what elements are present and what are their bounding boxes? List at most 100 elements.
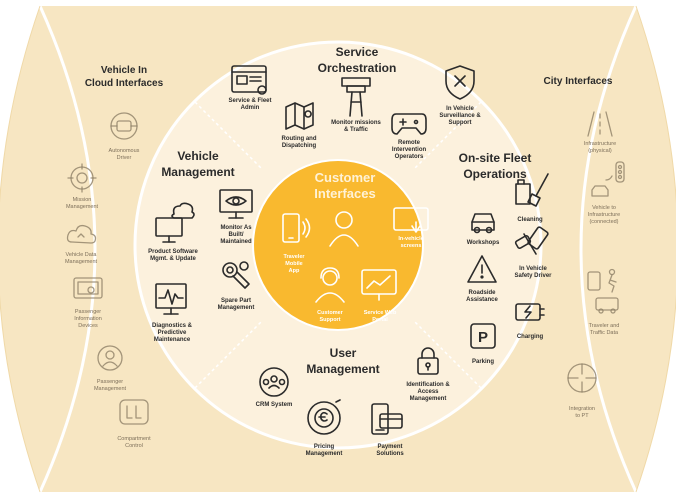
mission-management-icon xyxy=(67,163,97,193)
svg-text:Traffic Data: Traffic Data xyxy=(590,330,619,336)
customer-interfaces-title: Customer Interfaces xyxy=(314,170,375,201)
passenger-information-devices-label: Passenger Information Devices xyxy=(74,309,102,329)
identification-access-label: Identification & Access Management xyxy=(406,382,450,402)
vehicle-cloud-title: Vehicle In Cloud Interfaces xyxy=(85,65,164,89)
compartment-control-icon xyxy=(119,399,149,425)
vehicle-management-title: Vehicle Management xyxy=(161,149,234,179)
left-band-divider xyxy=(38,5,97,493)
svg-text:Access: Access xyxy=(417,389,439,395)
svg-text:User: User xyxy=(330,346,357,360)
service-web-portal-icon xyxy=(361,269,397,301)
autonomous-driver-icon xyxy=(110,112,138,140)
integration-pt-icon xyxy=(567,363,597,393)
workshops-icon xyxy=(471,213,495,234)
parking-label: Parking xyxy=(472,359,494,365)
svg-text:Customer: Customer xyxy=(315,170,376,185)
svg-text:Passenger: Passenger xyxy=(97,379,123,385)
svg-text:Control: Control xyxy=(125,443,143,449)
service-web-portal-label: Service Web Portal xyxy=(364,310,397,323)
charging-icon xyxy=(515,303,545,321)
in-vehicle-screens-label: In-vehicle screens xyxy=(398,236,423,249)
svg-text:Management: Management xyxy=(161,165,234,179)
roadside-assistance-icon xyxy=(467,255,497,283)
svg-text:Assistance: Assistance xyxy=(466,297,498,303)
svg-text:Product Software: Product Software xyxy=(148,249,198,255)
payment-solutions-label: Payment Solutions xyxy=(376,444,404,457)
product-software-icon xyxy=(155,202,195,243)
svg-text:Identification &: Identification & xyxy=(406,382,450,388)
svg-text:Workshops: Workshops xyxy=(467,240,500,246)
cleaning-label: Cleaning xyxy=(517,217,543,223)
svg-text:Service & Fleet: Service & Fleet xyxy=(228,98,271,104)
svg-text:Admin: Admin xyxy=(241,105,260,111)
crm-system-icon xyxy=(259,367,289,397)
compartment-control-label: Compartment Control xyxy=(117,436,151,449)
remote-intervention-label: Remote Intervention Operators xyxy=(392,140,427,160)
traveler-traffic-data-label: Traveler and Traffic Data xyxy=(589,323,620,336)
integration-pt-label: Integration to PT xyxy=(569,406,595,419)
svg-text:(connected): (connected) xyxy=(589,219,618,225)
infrastructure-physical-icon xyxy=(587,111,613,137)
svg-text:On-site Fleet: On-site Fleet xyxy=(459,151,532,165)
svg-text:Operators: Operators xyxy=(395,154,424,160)
parking-icon: P xyxy=(470,323,496,349)
svg-text:App: App xyxy=(289,268,300,274)
customer-person-icon xyxy=(329,211,359,247)
svg-text:Spare Part: Spare Part xyxy=(221,298,251,304)
svg-text:Mission: Mission xyxy=(73,197,92,203)
svg-text:Operations: Operations xyxy=(463,167,527,181)
svg-text:Traveler: Traveler xyxy=(283,254,305,260)
svg-text:Built/: Built/ xyxy=(229,232,244,238)
svg-text:Vehicle: Vehicle xyxy=(177,149,219,163)
mission-management-label: Mission Management xyxy=(66,197,99,210)
svg-text:Orchestration: Orchestration xyxy=(318,61,397,75)
workshops-label: Workshops xyxy=(467,240,500,246)
svg-text:Maintenance: Maintenance xyxy=(154,337,191,343)
svg-text:Dispatching: Dispatching xyxy=(282,143,317,149)
svg-text:Predictive: Predictive xyxy=(158,330,187,336)
svg-text:Vehicle to: Vehicle to xyxy=(592,205,616,211)
pricing-management-icon xyxy=(307,399,341,435)
in-vehicle-surveillance-label: In Vehicle Surveillance & Support xyxy=(439,106,481,126)
autonomous-driver-label: Autonomous Driver xyxy=(109,148,140,161)
svg-text:Service: Service xyxy=(336,45,379,59)
diagnostics-icon xyxy=(155,283,187,315)
svg-text:Integration: Integration xyxy=(569,406,595,412)
svg-text:(physical): (physical) xyxy=(588,148,612,154)
in-vehicle-screens-icon xyxy=(393,207,429,233)
svg-text:Management: Management xyxy=(306,362,379,376)
remote-intervention-icon xyxy=(391,113,427,135)
svg-text:Pricing: Pricing xyxy=(314,444,335,450)
svg-text:Autonomous: Autonomous xyxy=(109,148,140,154)
vehicle-to-infrastructure-icon xyxy=(591,161,625,197)
vehicle-data-management-label: Vehicle Data Management xyxy=(65,252,98,265)
svg-text:Surveillance &: Surveillance & xyxy=(439,113,481,119)
svg-text:Mobile: Mobile xyxy=(285,261,302,267)
svg-text:Maintained: Maintained xyxy=(220,239,252,245)
infrastructure-physical-label: Infrastructure (physical) xyxy=(584,141,616,154)
svg-text:Cleaning: Cleaning xyxy=(517,217,543,223)
in-vehicle-surveillance-icon xyxy=(445,65,475,100)
svg-text:Monitor As: Monitor As xyxy=(220,225,252,231)
svg-text:Devices: Devices xyxy=(78,323,98,329)
payment-solutions-icon xyxy=(371,403,403,435)
vehicle-data-management-icon xyxy=(66,224,97,244)
cleaning-icon xyxy=(515,173,549,207)
svg-text:Charging: Charging xyxy=(517,334,544,340)
svg-text:Payment: Payment xyxy=(377,444,402,450)
user-management-title: User Management xyxy=(306,346,379,376)
monitor-as-built-label: Monitor As Built/ Maintained xyxy=(220,225,252,245)
svg-text:Parking: Parking xyxy=(472,359,494,365)
svg-text:Mgmt. & Update: Mgmt. & Update xyxy=(150,256,196,262)
svg-text:Diagnostics &: Diagnostics & xyxy=(152,323,193,329)
svg-text:In Vehicle: In Vehicle xyxy=(519,266,547,272)
svg-text:Management: Management xyxy=(218,305,255,311)
service-orchestration-title: Service Orchestration xyxy=(318,45,397,75)
passenger-management-label: Passenger Management xyxy=(94,379,127,392)
routing-dispatching-icon xyxy=(285,102,314,130)
svg-text:Management: Management xyxy=(306,451,343,457)
right-band-divider xyxy=(579,5,638,493)
monitor-missions-icon xyxy=(341,77,371,117)
